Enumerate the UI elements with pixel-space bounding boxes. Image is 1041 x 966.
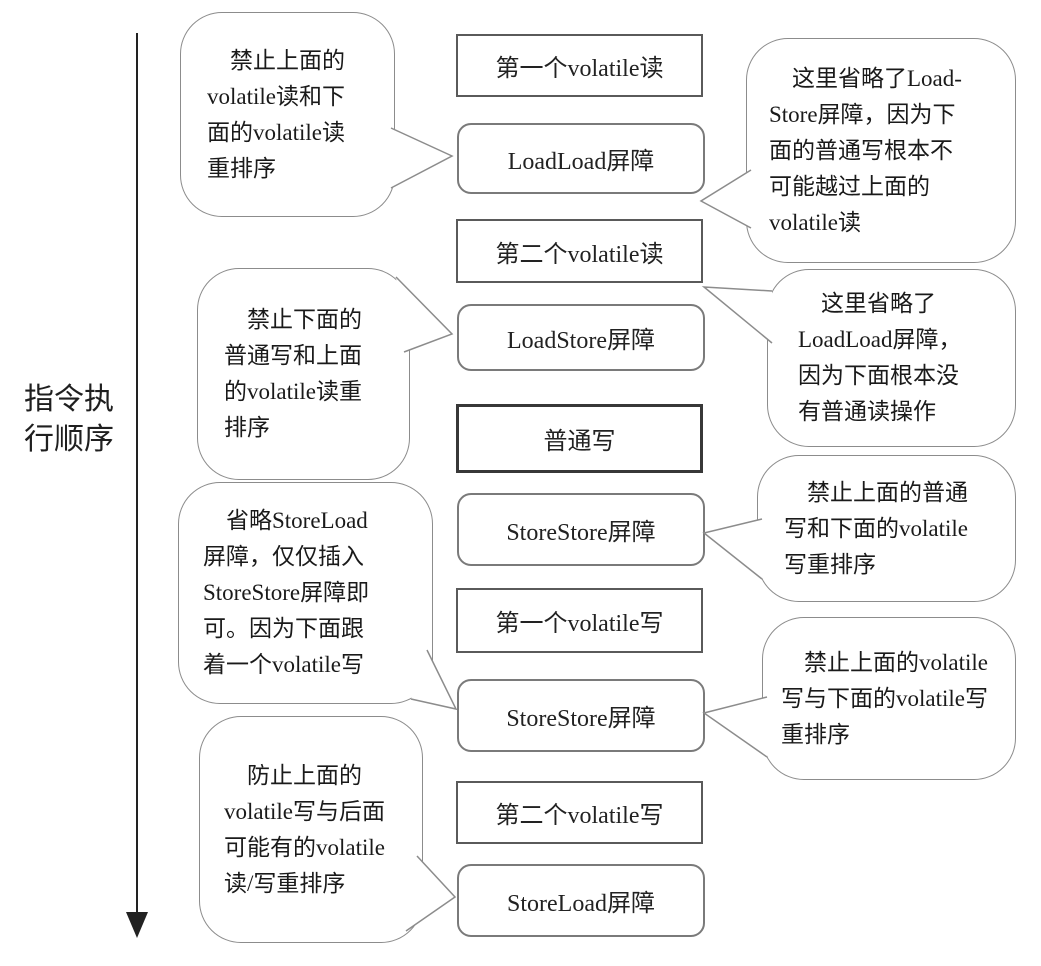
callout-storeload-omitted: 省略StoreLoad 屏障，仅仅插入 StoreStore屏障即 可。因为下面… bbox=[178, 482, 433, 704]
callout-loadstore-rule: 禁止下面的 普通写和上面 的volatile读重 排序 bbox=[197, 268, 410, 480]
box-label: 第二个volatile写 bbox=[495, 803, 664, 829]
callout-text: 这里省略了 LoadLoad屏障， 因为下面根本没 有普通读操作 bbox=[798, 291, 962, 424]
box-second-volatile-write: 第二个volatile写 bbox=[456, 781, 703, 844]
callout-loadstore-omitted: 这里省略了Load- Store屏障，因为下 面的普通写根本不 可能越过上面的 … bbox=[746, 38, 1016, 263]
box-label: 普通写 bbox=[543, 429, 616, 455]
box-first-volatile-write: 第一个volatile写 bbox=[456, 588, 703, 653]
box-storestore-barrier-2: StoreStore屏障 bbox=[457, 679, 705, 752]
box-label: LoadStore屏障 bbox=[507, 328, 655, 354]
callout-loadload-rule: 禁止上面的 volatile读和下 面的volatile读 重排序 bbox=[180, 12, 395, 217]
callout-storestore-rule-2: 禁止上面的volatile 写与下面的volatile写 重排序 bbox=[762, 617, 1016, 780]
box-label: 第一个volatile读 bbox=[495, 56, 664, 82]
box-label: StoreStore屏障 bbox=[506, 706, 656, 732]
callout-text: 禁止上面的普通 写和下面的volatile 写重排序 bbox=[784, 479, 968, 577]
execution-order-arrow bbox=[126, 33, 148, 938]
box-first-volatile-read: 第一个volatile读 bbox=[456, 34, 703, 97]
box-storestore-barrier-1: StoreStore屏障 bbox=[457, 493, 705, 566]
callout-text: 禁止上面的volatile 写与下面的volatile写 重排序 bbox=[781, 649, 988, 747]
box-loadload-barrier: LoadLoad屏障 bbox=[457, 123, 705, 194]
callout-text: 禁止上面的 volatile读和下 面的volatile读 重排序 bbox=[207, 47, 345, 181]
box-label: 第二个volatile读 bbox=[495, 241, 664, 268]
box-normal-write: 普通写 bbox=[456, 404, 703, 473]
box-label: 第一个volatile写 bbox=[495, 611, 664, 637]
callout-text: 这里省略了Load- Store屏障，因为下 面的普通写根本不 可能越过上面的 … bbox=[769, 65, 962, 235]
callout-tail-right-1 bbox=[699, 169, 752, 229]
box-storeload-barrier: StoreLoad屏障 bbox=[457, 864, 705, 937]
box-label: StoreLoad屏障 bbox=[507, 891, 655, 917]
callout-storeload-rule: 防止上面的 volatile写与后面 可能有的volatile 读/写重排序 bbox=[199, 716, 423, 943]
box-label: StoreStore屏障 bbox=[506, 520, 656, 546]
box-label: LoadLoad屏障 bbox=[507, 149, 655, 175]
box-loadstore-barrier: LoadStore屏障 bbox=[457, 304, 705, 371]
callout-tail-right-2 bbox=[701, 286, 773, 344]
callout-text: 防止上面的 volatile写与后面 可能有的volatile 读/写重排序 bbox=[224, 762, 385, 896]
callout-loadload-omitted: 这里省略了 LoadLoad屏障， 因为下面根本没 有普通读操作 bbox=[767, 269, 1016, 447]
callout-tail-right-4 bbox=[702, 696, 768, 758]
execution-order-label: 指令执 行顺序 bbox=[24, 383, 114, 456]
callout-tail-right-3 bbox=[702, 518, 763, 580]
box-second-volatile-read: 第二个volatile读 bbox=[456, 219, 703, 283]
callout-storestore-rule-1: 禁止上面的普通 写和下面的volatile 写重排序 bbox=[757, 455, 1016, 602]
callout-text: 省略StoreLoad 屏障，仅仅插入 StoreStore屏障即 可。因为下面… bbox=[203, 508, 370, 677]
callout-tail-left-1 bbox=[390, 127, 454, 189]
callout-text: 禁止下面的 普通写和上面 的volatile读重 排序 bbox=[224, 307, 362, 440]
